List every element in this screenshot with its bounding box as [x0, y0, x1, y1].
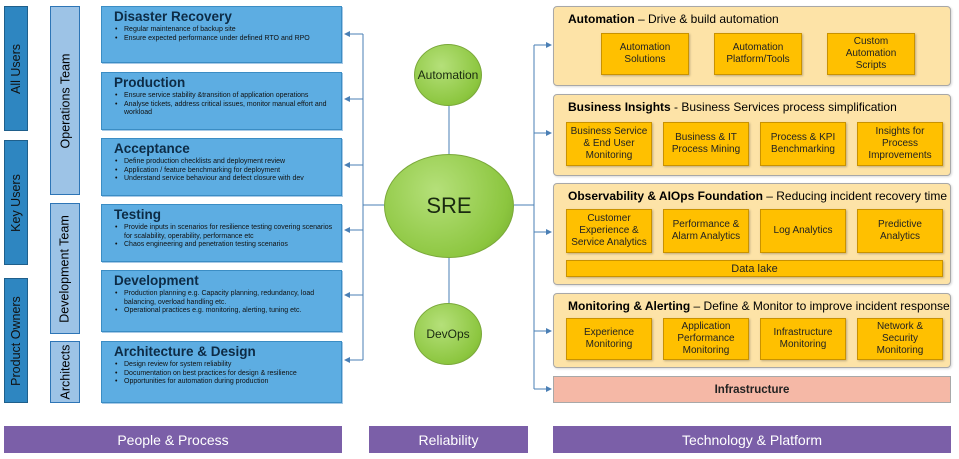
- infrastructure-bar: Infrastructure: [553, 376, 951, 403]
- section-observability: Observability & AIOps Foundation – Reduc…: [553, 183, 951, 285]
- tile-process-improvements: Insights for Process Improvements: [857, 122, 943, 166]
- box-title: Acceptance: [114, 141, 190, 156]
- bullet: Provide inputs in scenarios for resilien…: [114, 224, 335, 241]
- box-architecture-design: Architecture & Design Design review for …: [101, 341, 342, 403]
- section-title: Monitoring & Alerting – Define & Monitor…: [568, 299, 950, 313]
- box-production: Production Ensure service stability &tra…: [101, 72, 342, 130]
- tile-customer-analytics: Customer Experience & Service Analytics: [566, 209, 652, 253]
- tile-log-analytics: Log Analytics: [760, 209, 846, 253]
- tile-alarm-analytics: Performance & Alarm Analytics: [663, 209, 749, 253]
- box-title: Production: [114, 75, 186, 90]
- tile-business-service-monitoring: Business Service & End User Monitoring: [566, 122, 652, 166]
- bullet: Operational practices e.g. monitoring, a…: [114, 307, 335, 316]
- section-monitoring: Monitoring & Alerting – Define & Monitor…: [553, 293, 951, 368]
- box-title: Testing: [114, 207, 161, 222]
- bullet: Production planning e.g. Capacity planni…: [114, 290, 335, 307]
- footer-people-process: People & Process: [4, 426, 342, 453]
- tile-custom-scripts: Custom Automation Scripts: [827, 33, 915, 75]
- tile-process-mining: Business & IT Process Mining: [663, 122, 749, 166]
- user-group-all-users: All Users: [4, 6, 28, 131]
- section-title: Automation – Drive & build automation: [568, 12, 779, 26]
- team-development: Development Team: [50, 203, 80, 334]
- bullet: Understand service behaviour and defect …: [114, 175, 335, 184]
- tile-network-security-monitoring: Network & Security Monitoring: [857, 318, 943, 360]
- footer-technology-platform: Technology & Platform: [553, 426, 951, 453]
- team-operations: Operations Team: [50, 6, 80, 195]
- tile-automation-platform: Automation Platform/Tools: [714, 33, 802, 75]
- section-automation: Automation – Drive & build automation Au…: [553, 6, 951, 86]
- box-title: Architecture & Design: [114, 344, 256, 359]
- tile-predictive-analytics: Predictive Analytics: [857, 209, 943, 253]
- box-title: Development: [114, 273, 199, 288]
- tile-kpi-benchmarking: Process & KPI Benchmarking: [760, 122, 846, 166]
- bullet: Regular maintenance of backup site: [114, 26, 335, 35]
- box-disaster-recovery: Disaster Recovery Regular maintenance of…: [101, 6, 342, 63]
- bullet: Chaos engineering and penetration testin…: [114, 241, 335, 250]
- bullet: Define production checklists and deploym…: [114, 158, 335, 167]
- box-acceptance: Acceptance Define production checklists …: [101, 138, 342, 196]
- tile-experience-monitoring: Experience Monitoring: [566, 318, 652, 360]
- sre-circle: SRE: [384, 154, 514, 258]
- bullet: Opportunities for automation during prod…: [114, 378, 335, 387]
- devops-circle: DevOps: [414, 303, 482, 365]
- bullet: Design review for system reliability: [114, 361, 335, 370]
- box-development: Development Production planning e.g. Cap…: [101, 270, 342, 332]
- tile-data-lake: Data lake: [566, 260, 943, 277]
- tile-automation-solutions: Automation Solutions: [601, 33, 689, 75]
- bullet: Ensure expected performance under define…: [114, 35, 335, 44]
- box-title: Disaster Recovery: [114, 9, 232, 24]
- box-testing: Testing Provide inputs in scenarios for …: [101, 204, 342, 262]
- bullet: Documentation on best practices for desi…: [114, 370, 335, 379]
- team-architects: Architects: [50, 341, 80, 403]
- bullet: Analyse tickets, address critical issues…: [114, 101, 335, 118]
- tile-app-performance-monitoring: Application Performance Monitoring: [663, 318, 749, 360]
- section-title: Observability & AIOps Foundation – Reduc…: [568, 189, 947, 203]
- footer-reliability: Reliability: [369, 426, 528, 453]
- tile-infrastructure-monitoring: Infrastructure Monitoring: [760, 318, 846, 360]
- section-business-insights: Business Insights - Business Services pr…: [553, 94, 951, 176]
- automation-circle: Automation: [414, 44, 482, 106]
- user-group-key-users: Key Users: [4, 140, 28, 265]
- section-title: Business Insights - Business Services pr…: [568, 100, 897, 114]
- bullet: Ensure service stability &transition of …: [114, 92, 335, 101]
- user-group-product-owners: Product Owners: [4, 278, 28, 403]
- bullet: Application / feature benchmarking for d…: [114, 167, 335, 176]
